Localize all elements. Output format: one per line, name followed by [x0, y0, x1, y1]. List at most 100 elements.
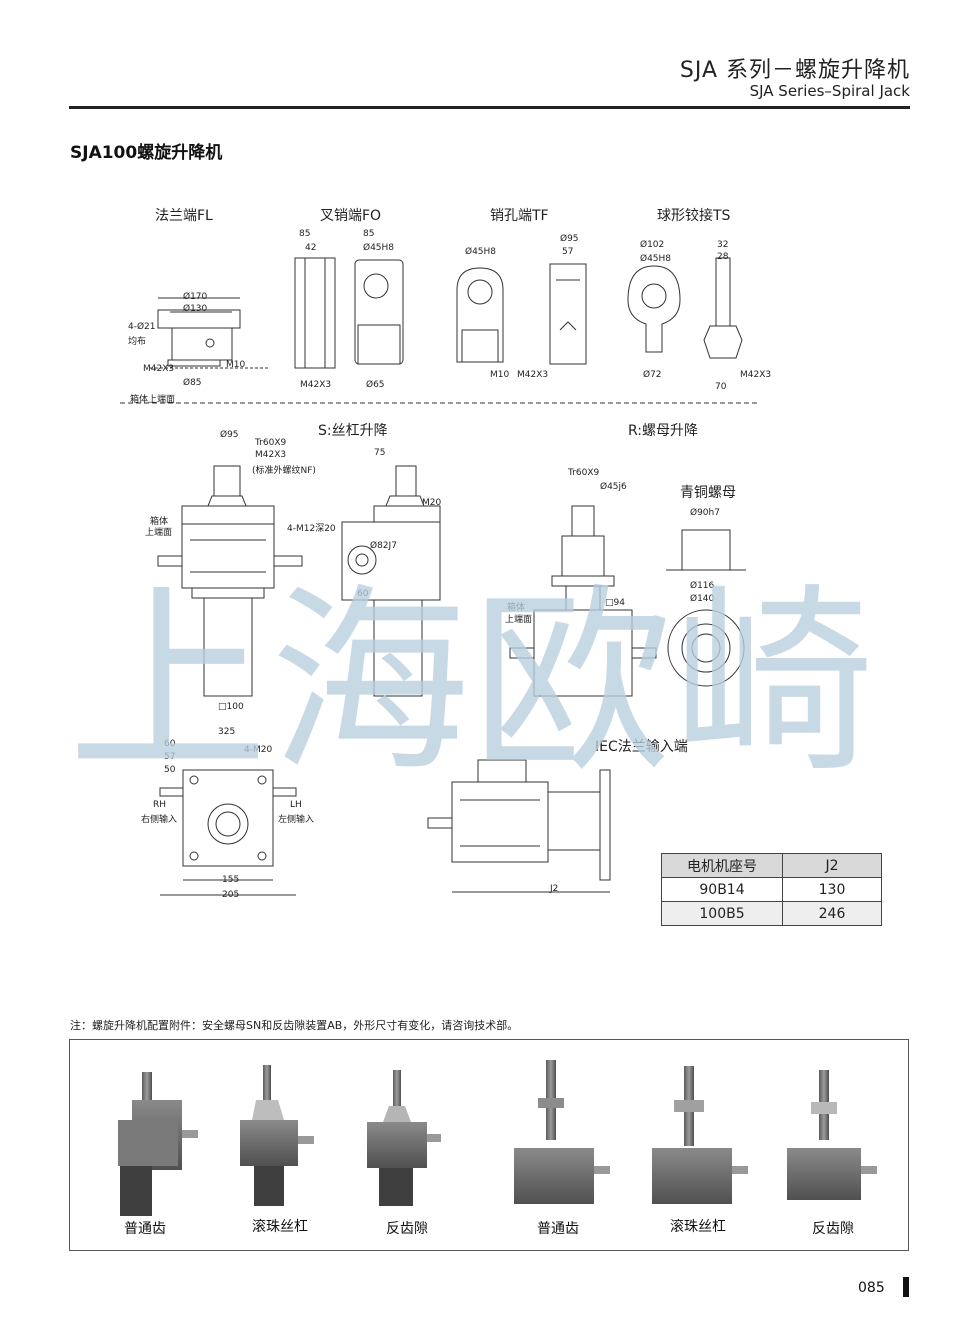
dim-tf95: Ø95: [560, 234, 579, 244]
dim-rh: RH: [153, 800, 167, 810]
dim-r90: Ø90h7: [690, 508, 720, 518]
dim-ts102: Ø102: [640, 240, 665, 250]
dim-j2: J2: [550, 884, 559, 894]
dim-r140: Ø140: [690, 594, 715, 604]
header-rule: [69, 106, 910, 109]
dim-ts-m42: M42X3: [740, 370, 772, 380]
product-caption: 反齿隙: [812, 1221, 854, 1237]
table-row: 100B5 246: [661, 901, 882, 926]
tf-drawing: [456, 263, 587, 365]
fo-drawing: [294, 257, 404, 369]
header-title-en: SJA Series–Spiral Jack: [749, 82, 910, 100]
dim-s-m42: M42X3: [255, 450, 287, 460]
product-6: [787, 1070, 877, 1200]
s-lift-front: [157, 465, 303, 697]
motor-table: 电机机座号 J2 90B14 130 100B5 246: [661, 853, 882, 926]
dim-top-face: 上端面: [145, 528, 173, 538]
dim-fo42: 42: [305, 243, 317, 253]
dim-d130: Ø130: [183, 304, 208, 314]
dim-lh-cn: 左侧输入: [278, 815, 315, 825]
dim-ts70: 70: [715, 382, 727, 392]
label-tf: 销孔端TF: [490, 208, 549, 224]
table-cell: 100B5: [661, 901, 783, 926]
dim-ts45: Ø45H8: [640, 254, 672, 264]
product-3: [367, 1070, 441, 1206]
product-2: [240, 1065, 314, 1206]
dim-ts72: Ø72: [643, 370, 662, 380]
page-number-bar: [903, 1277, 909, 1297]
dim-r94: □94: [605, 598, 625, 608]
dim-fl-m42: M42X3: [143, 364, 175, 374]
dim-box-top: 箱体上端面: [130, 395, 176, 405]
s-lift-side: [341, 465, 441, 697]
dim-fo45: Ø45H8: [363, 243, 395, 253]
ts-drawing: [627, 257, 743, 359]
dim-s-tr: Tr60X9: [255, 438, 287, 448]
product-caption: 普通齿: [537, 1221, 579, 1237]
label-iec: IEC法兰输入端: [595, 739, 688, 755]
dim-std-thread: (标准外螺纹NF): [252, 466, 316, 476]
label-bronze-nut: 青铜螺母: [680, 485, 736, 501]
fl-drawing: [150, 297, 270, 369]
label-fl: 法兰端FL: [155, 208, 213, 224]
product-5: [652, 1066, 748, 1204]
bottom-view: [159, 769, 297, 896]
table-header: J2: [782, 853, 882, 878]
dim-sq100: □100: [218, 702, 244, 712]
dim-b50: 50: [164, 765, 176, 775]
dim-s75: 75: [374, 448, 386, 458]
header-title-cn: SJA 系列－螺旋升降机: [679, 58, 910, 83]
product-photo-panel: 普通齿 滚珠丝杠 反齿隙 普通齿 滚珠丝杠 反齿隙: [69, 1039, 909, 1251]
product-1: [118, 1072, 198, 1216]
iec-drawing: [427, 759, 611, 893]
dim-d85: Ø85: [183, 378, 202, 388]
dim-r116: Ø116: [690, 581, 715, 591]
dim-r-box: 箱体: [507, 603, 526, 613]
configuration-note: 注：螺旋升降机配置附件：安全螺母SN和反齿隙装置AB，外形尺寸有变化，请咨询技术…: [70, 1019, 519, 1032]
table-cell: 90B14: [661, 877, 783, 902]
dim-fo65: Ø65: [366, 380, 385, 390]
dim-fl-m10: M10: [226, 360, 246, 370]
dim-lh: LH: [290, 800, 302, 810]
dim-b4m20: 4-M20: [244, 745, 273, 755]
dim-s82: Ø82J7: [370, 541, 397, 551]
dim-d170: Ø170: [183, 292, 208, 302]
product-caption: 滚珠丝杠: [252, 1219, 308, 1235]
dim-4m12: 4-M12深20: [287, 524, 336, 534]
dim-rh-cn: 右侧输入: [141, 815, 178, 825]
dim-fo85b: 85: [363, 229, 375, 239]
dim-b205: 205: [222, 890, 240, 900]
dim-b60: 60: [164, 739, 176, 749]
label-r-lift: R:螺母升降: [628, 423, 699, 439]
dim-s95: Ø95: [220, 430, 239, 440]
table-header: 电机机座号: [661, 853, 783, 878]
dim-4d21: 4-Ø21: [128, 322, 156, 332]
dim-tf57: 57: [562, 247, 574, 257]
dim-s60: 60: [357, 589, 369, 599]
dim-s-m20: M20: [422, 498, 442, 508]
product-caption: 普通齿: [124, 1221, 166, 1237]
table-row: 90B14 130: [661, 877, 882, 902]
dim-box: 箱体: [150, 517, 169, 527]
dim-tf45: Ø45H8: [465, 247, 497, 257]
table-cell: 246: [782, 901, 882, 926]
label-s-lift: S:丝杠升降: [318, 423, 388, 439]
dim-fo-m42: M42X3: [300, 380, 332, 390]
label-fo: 叉销端FO: [320, 208, 382, 224]
r-lift: [509, 505, 746, 697]
page-title: SJA100螺旋升降机: [70, 143, 223, 163]
dim-ts32: 32: [717, 240, 729, 250]
dim-r-top: 上端面: [505, 615, 533, 625]
dim-b57: 57: [164, 752, 176, 762]
product-caption: 滚珠丝杠: [670, 1219, 726, 1235]
product-caption: 反齿隙: [386, 1221, 428, 1237]
dim-tf-m42: M42X3: [517, 370, 549, 380]
dim-b155: 155: [222, 875, 240, 885]
product-photos: [118, 1060, 877, 1216]
dim-4d21-even: 均布: [128, 337, 147, 347]
dim-fo85: 85: [299, 229, 311, 239]
dim-r45: Ø45j6: [600, 482, 627, 492]
dim-tf-m10: M10: [490, 370, 510, 380]
dim-ts28: 28: [717, 252, 729, 262]
